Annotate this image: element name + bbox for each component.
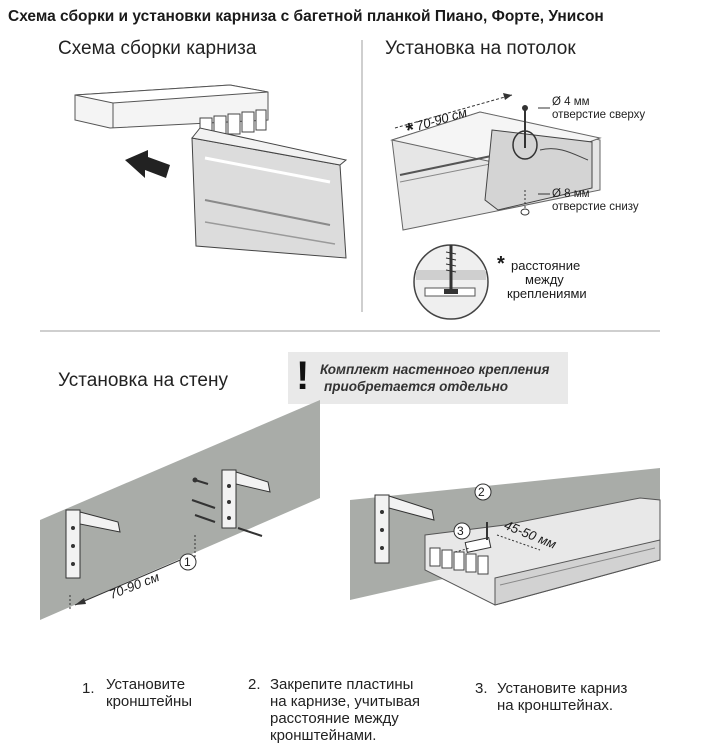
notice-line-1: Комплект настенного крепления <box>320 362 550 377</box>
step-2-line-2: на карнизе, учитывая <box>270 693 421 710</box>
notice-line-2: приобретается отдельно <box>324 379 509 394</box>
hole-top-label: отверстие сверху <box>552 109 646 121</box>
step-3-line-1: Установите карниз <box>497 680 628 697</box>
page-title: Схема сборки и установки карниза с багет… <box>8 8 604 25</box>
footnote-line-2: между <box>525 272 564 287</box>
horizontal-divider <box>40 330 660 332</box>
step-1-line-2: кронштейны <box>106 693 193 710</box>
callout-3: 3 <box>457 524 464 538</box>
warning-icon: ! <box>296 354 310 398</box>
ceiling-heading: Установка на потолок <box>385 38 576 59</box>
step-1-line-1: Установите <box>106 676 186 693</box>
step-3-number: 3. <box>475 680 488 697</box>
step-2-line-3: расстояние между <box>270 710 399 727</box>
footnote-line-1: расстояние <box>511 258 581 273</box>
step-2-line-1: Закрепите пластины <box>270 676 414 693</box>
step-2-number: 2. <box>248 676 261 693</box>
step-2-line-4: кронштейнами. <box>270 727 377 744</box>
callout-1: 1 <box>184 555 191 569</box>
assembly-heading: Схема сборки карниза <box>58 38 257 59</box>
wall-heading: Установка на стену <box>58 370 228 391</box>
footnote-asterisk: * <box>497 253 505 275</box>
hole-bottom-size: Ø 8 мм <box>552 188 590 200</box>
hole-top-size: Ø 4 мм <box>552 96 590 108</box>
footnote-line-3: креплениями <box>507 286 587 301</box>
vertical-divider <box>361 40 363 312</box>
notice-box: ! Комплект настенного крепления приобрет… <box>288 352 568 404</box>
step-3-line-2: на кронштейнах. <box>497 697 614 714</box>
callout-2: 2 <box>478 485 485 499</box>
step-1-number: 1. <box>82 680 95 697</box>
hole-bottom-label: отверстие снизу <box>552 201 639 213</box>
